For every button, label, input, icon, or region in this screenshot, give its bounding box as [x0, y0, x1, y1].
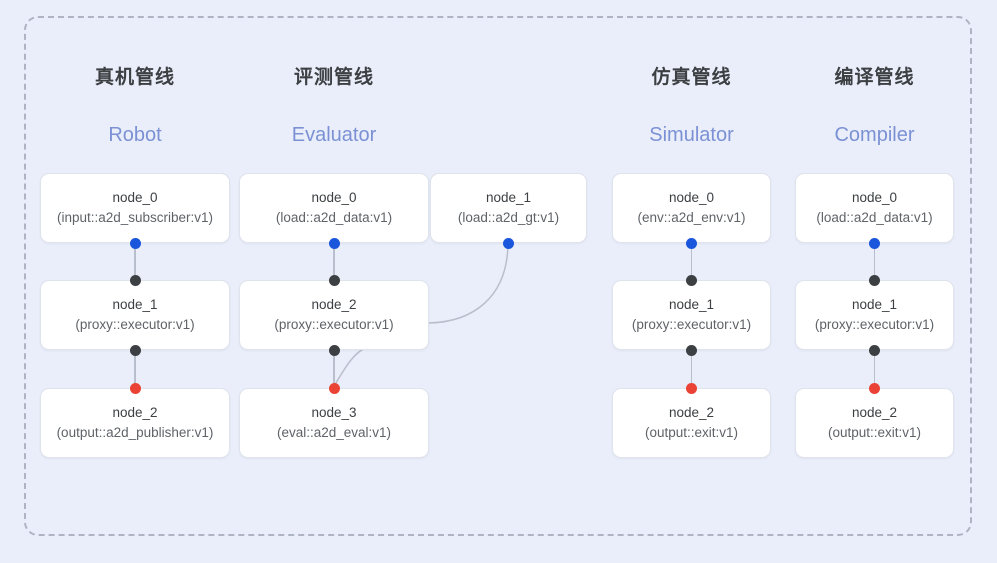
node-id-label: node_3 — [311, 405, 357, 420]
node-type-label: (output::a2d_publisher:v1) — [56, 425, 214, 440]
port-out-blue[interactable] — [686, 237, 697, 249]
column-title-cn-compiler: 编译管线 — [834, 67, 915, 88]
node-box[interactable]: node_1(proxy::executor:v1) — [795, 280, 954, 350]
port-in-red[interactable] — [686, 382, 697, 394]
node-type-label: (load::a2d_data:v1) — [275, 210, 393, 225]
port-out-blue[interactable] — [503, 237, 514, 249]
node-box[interactable]: node_1(proxy::executor:v1) — [40, 280, 230, 350]
port-in-black[interactable] — [686, 274, 697, 286]
column-title-cn-simulator: 仿真管线 — [651, 67, 732, 88]
node-connector — [873, 243, 876, 280]
node-type-label: (output::exit:v1) — [644, 425, 739, 440]
port-in-red[interactable] — [869, 382, 880, 394]
port-out-black[interactable] — [328, 344, 340, 356]
node-box[interactable]: node_0(env::a2d_env:v1) — [612, 173, 771, 243]
node-box[interactable]: node_0(input::a2d_subscriber:v1) — [40, 173, 230, 243]
node-type-label: (input::a2d_subscriber:v1) — [56, 210, 214, 225]
node-connector — [333, 243, 335, 280]
port-out-black[interactable] — [129, 344, 141, 356]
node-box[interactable]: node_0(load::a2d_data:v1) — [795, 173, 954, 243]
node-box[interactable]: node_2(output::exit:v1) — [612, 388, 771, 458]
port-in-black[interactable] — [869, 274, 880, 286]
node-connector — [690, 243, 693, 280]
node-type-label: (load::a2d_data:v1) — [816, 210, 933, 225]
column-title-cn-evaluator: 评测管线 — [293, 67, 374, 88]
node-id-label: node_2 — [112, 405, 158, 420]
node-connector — [873, 350, 876, 388]
column-title-en-evaluator: Evaluator — [291, 124, 377, 146]
node-type-label: (load::a2d_gt:v1) — [457, 210, 560, 225]
port-in-black[interactable] — [129, 274, 141, 286]
edge-gt-to-executor — [428, 241, 509, 324]
node-type-label: (env::a2d_env:v1) — [637, 210, 746, 225]
node-type-label: (proxy::executor:v1) — [814, 317, 935, 332]
column-title-en-simulator: Simulator — [649, 124, 734, 146]
node-box[interactable]: node_2(output::exit:v1) — [795, 388, 954, 458]
column-title-en-robot: Robot — [108, 124, 162, 146]
node-connector — [690, 350, 693, 388]
port-out-blue[interactable] — [129, 237, 141, 249]
node-type-label: (proxy::executor:v1) — [274, 317, 394, 332]
node-connector — [134, 350, 136, 388]
node-id-label: node_1 — [112, 297, 158, 312]
node-box[interactable]: node_2(output::a2d_publisher:v1) — [40, 388, 230, 458]
node-type-label: (output::exit:v1) — [827, 425, 922, 440]
node-type-label: (proxy::executor:v1) — [75, 317, 195, 332]
node-connector — [333, 350, 335, 388]
node-id-label: node_0 — [311, 190, 357, 205]
node-id-label: node_2 — [668, 405, 715, 420]
diagram-frame — [24, 16, 972, 536]
node-id-label: node_2 — [311, 297, 357, 312]
port-out-black[interactable] — [686, 344, 697, 356]
node-id-label: node_1 — [485, 190, 532, 205]
column-title-en-compiler: Compiler — [834, 124, 915, 146]
node-id-label: node_1 — [668, 297, 715, 312]
node-box[interactable]: node_2(proxy::executor:v1) — [239, 280, 429, 350]
node-id-label: node_2 — [851, 405, 898, 420]
node-box[interactable]: node_3(eval::a2d_eval:v1) — [239, 388, 429, 458]
port-in-red[interactable] — [328, 382, 340, 394]
node-connector — [134, 243, 136, 280]
node-type-label: (eval::a2d_eval:v1) — [276, 425, 392, 440]
port-in-black[interactable] — [328, 274, 340, 286]
node-type-label: (proxy::executor:v1) — [631, 317, 752, 332]
node-id-label: node_0 — [851, 190, 898, 205]
port-in-red[interactable] — [129, 382, 141, 394]
column-title-cn-robot: 真机管线 — [94, 67, 175, 88]
port-out-blue[interactable] — [869, 237, 880, 249]
node-box[interactable]: node_0(load::a2d_data:v1) — [239, 173, 429, 243]
node-box[interactable]: node_1(proxy::executor:v1) — [612, 280, 771, 350]
node-id-label: node_0 — [668, 190, 715, 205]
node-id-label: node_1 — [851, 297, 898, 312]
node-id-label: node_0 — [112, 190, 158, 205]
port-out-blue[interactable] — [328, 237, 340, 249]
node-box[interactable]: node_1(load::a2d_gt:v1) — [430, 173, 587, 243]
port-out-black[interactable] — [869, 344, 880, 356]
